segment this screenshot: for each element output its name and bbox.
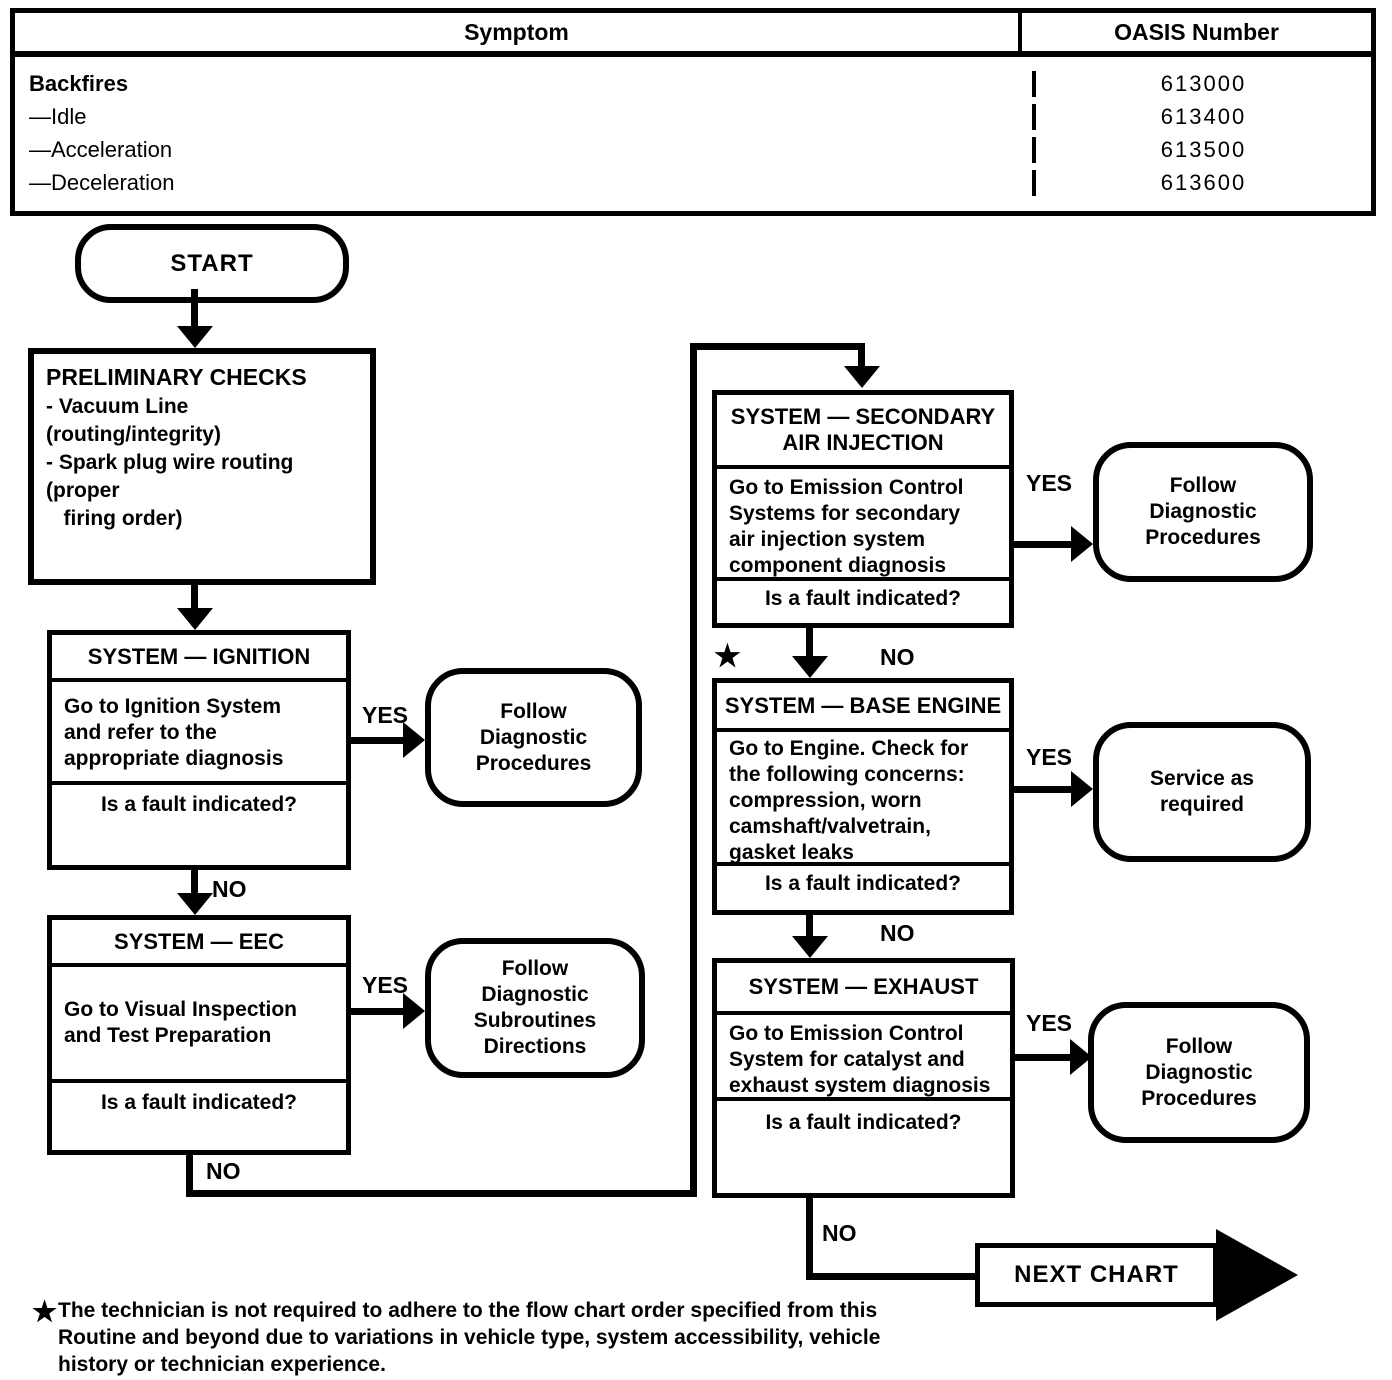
table-row: —Acceleration 613500 [15, 133, 1371, 166]
system-base-engine-node: SYSTEM — BASE ENGINE Go to Engine. Check… [712, 678, 1014, 915]
terminal-follow-diagnostic-procedures: Follow Diagnostic Procedures [1088, 1002, 1310, 1143]
no-label: NO [880, 920, 915, 946]
system-secondary-air-injection-body: Go to Emission Control Systems for secon… [717, 469, 1009, 581]
no-label: NO [212, 876, 247, 902]
system-eec-header: SYSTEM — EEC [52, 920, 346, 967]
system-secondary-air-injection-node: SYSTEM — SECONDARY AIR INJECTION Go to E… [712, 390, 1014, 628]
arrow-right-icon [1071, 771, 1093, 807]
no-label: NO [880, 644, 915, 670]
system-secondary-air-injection-question: Is a fault indicated? [764, 587, 962, 610]
symptom-cell: —Idle [15, 103, 1036, 130]
connector-line [806, 1196, 813, 1280]
start-node: START [75, 224, 349, 303]
yes-label: YES [362, 702, 409, 728]
footnote-text: The technician is not required to adhere… [58, 1299, 881, 1376]
arrow-down-icon [792, 936, 828, 958]
no-label: NO [206, 1158, 241, 1184]
preliminary-checks-node: PRELIMINARY CHECKS - Vacuum Line (routin… [28, 348, 376, 585]
system-exhaust-header: SYSTEM — EXHAUST [717, 963, 1010, 1015]
arrow-right-icon [403, 993, 425, 1029]
table-body: Backfires 613000 —Idle 613400 —Accelerat… [15, 57, 1371, 211]
system-eec-question: Is a fault indicated? [100, 1091, 298, 1114]
connector-line [690, 343, 697, 1197]
table-row: —Idle 613400 [15, 100, 1371, 133]
arrow-right-icon [403, 722, 425, 758]
table-row: Backfires 613000 [15, 67, 1371, 100]
connector-line [351, 1008, 405, 1015]
arrow-right-icon [1071, 526, 1093, 562]
connector-line [1013, 786, 1073, 793]
connector-line [191, 289, 198, 328]
connector-line [690, 343, 865, 350]
symptom-oasis-table: Symptom OASIS Number Backfires 613000 —I… [10, 8, 1376, 216]
system-base-engine-body: Go to Engine. Check for the following co… [717, 732, 1009, 866]
yes-label: YES [362, 972, 409, 998]
system-eec-body: Go to Visual Inspection and Test Prepara… [52, 967, 346, 1083]
arrow-right-icon [1070, 1039, 1092, 1075]
arrow-down-icon [177, 893, 213, 915]
terminal-follow-diagnostic-procedures: Follow Diagnostic Procedures [1093, 442, 1313, 582]
arrow-down-icon [177, 608, 213, 630]
oasis-cell: 613400 [1160, 103, 1247, 129]
preliminary-checks-title: PRELIMINARY CHECKS [46, 364, 307, 390]
connector-line [186, 1153, 193, 1197]
system-base-engine-header: SYSTEM — BASE ENGINE [717, 683, 1009, 732]
system-eec-node: SYSTEM — EEC Go to Visual Inspection and… [47, 915, 351, 1155]
next-chart-node: NEXT CHART [975, 1243, 1218, 1307]
connector-line [806, 1273, 978, 1280]
system-secondary-air-injection-header: SYSTEM — SECONDARY AIR INJECTION [717, 395, 1009, 469]
system-base-engine-question: Is a fault indicated? [764, 872, 962, 895]
system-ignition-body: Go to Ignition System and refer to the a… [52, 682, 346, 785]
system-ignition-node: SYSTEM — IGNITION Go to Ignition System … [47, 630, 351, 870]
connector-line [858, 343, 865, 368]
preliminary-checks-items: - Vacuum Line (routing/integrity) - Spar… [46, 395, 294, 530]
next-chart-arrow-icon [1216, 1229, 1298, 1321]
table-header-row: Symptom OASIS Number [15, 13, 1371, 57]
arrow-down-icon [177, 326, 213, 348]
footnote-star-icon: ★ [32, 1296, 58, 1327]
connector-line [351, 737, 405, 744]
system-exhaust-node: SYSTEM — EXHAUST Go to Emission Control … [712, 958, 1015, 1198]
connector-line [191, 868, 198, 895]
star-icon: ★ [714, 640, 741, 673]
yes-label: YES [1026, 470, 1073, 496]
connector-line [186, 1190, 697, 1197]
connector-line [806, 626, 813, 656]
terminal-follow-diagnostic-procedures: Follow Diagnostic Procedures [425, 668, 642, 807]
oasis-cell: 613600 [1160, 169, 1247, 195]
connector-line [1013, 541, 1073, 548]
arrow-down-icon [792, 656, 828, 678]
connector-line [1014, 1054, 1072, 1061]
terminal-service-as-required: Service as required [1093, 722, 1311, 862]
oasis-cell: 613500 [1160, 136, 1247, 162]
yes-label: YES [1026, 1010, 1073, 1036]
connector-line [191, 583, 198, 610]
arrow-down-icon [844, 366, 880, 388]
terminal-follow-diagnostic-subroutines: Follow Diagnostic Subroutines Directions [425, 938, 645, 1078]
system-ignition-question: Is a fault indicated? [100, 793, 298, 816]
system-exhaust-question: Is a fault indicated? [765, 1111, 962, 1134]
connector-line [806, 913, 813, 938]
table-row: —Deceleration 613600 [15, 166, 1371, 199]
system-ignition-header: SYSTEM — IGNITION [52, 635, 346, 682]
system-exhaust-body: Go to Emission Control System for cataly… [717, 1015, 1010, 1101]
symptom-cell: Backfires [15, 70, 1036, 97]
column-header-oasis: OASIS Number [1114, 18, 1279, 45]
column-header-symptom: Symptom [15, 13, 1022, 51]
oasis-cell: 613000 [1160, 70, 1247, 96]
symptom-cell: —Acceleration [15, 136, 1036, 163]
symptom-cell: —Deceleration [15, 169, 1036, 196]
yes-label: YES [1026, 744, 1073, 770]
no-label: NO [822, 1220, 857, 1246]
